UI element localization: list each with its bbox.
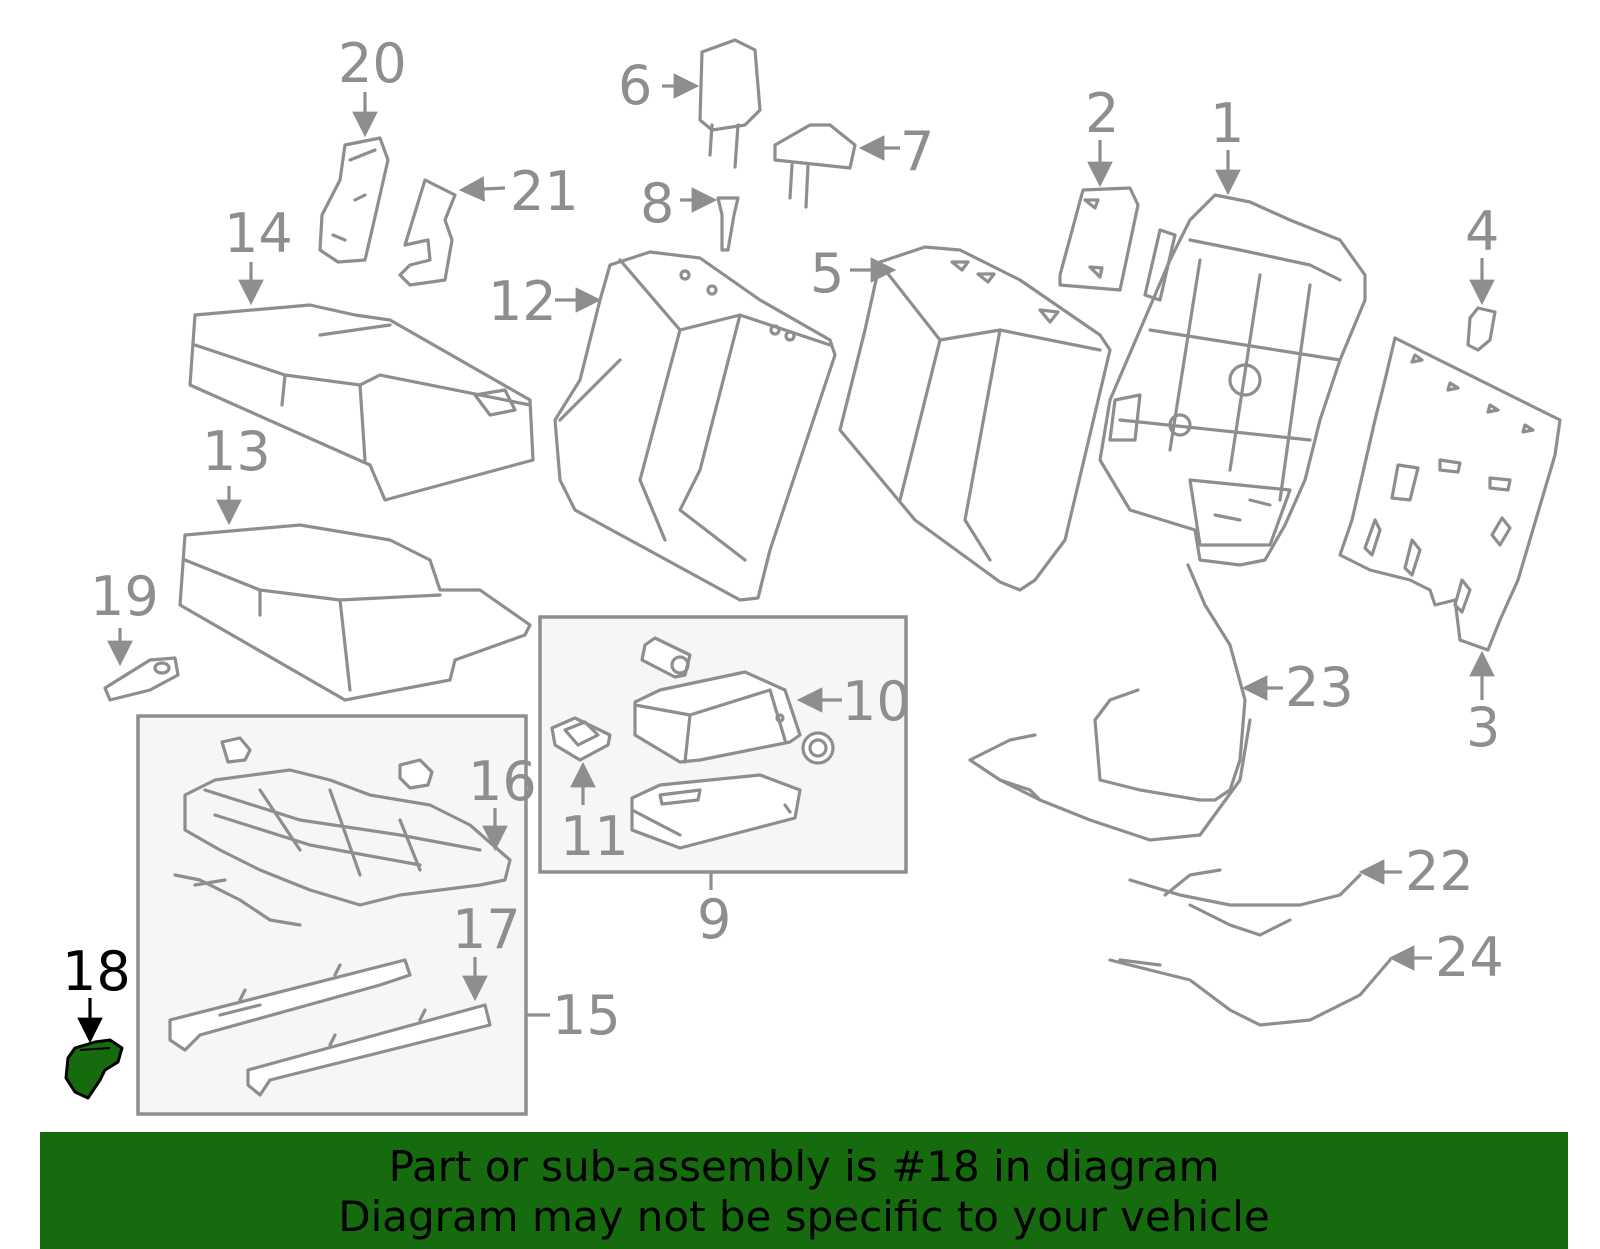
part-9-cap[interactable] — [640, 636, 692, 679]
part-3-back-board[interactable] — [1338, 336, 1562, 652]
callout-16: 16 — [468, 750, 537, 813]
callout-23: 23 — [1285, 656, 1354, 719]
callout-20: 20 — [338, 32, 407, 95]
notice-banner: Part or sub-assembly is #18 in diagram D… — [40, 1132, 1568, 1249]
part-20-hinge-cover[interactable] — [318, 136, 390, 264]
part-7-headrest[interactable] — [773, 123, 857, 209]
callout-21: 21 — [510, 160, 579, 223]
callout-2: 2 — [1085, 82, 1119, 145]
callout-12: 12 — [488, 270, 557, 333]
part-15-seat-frame[interactable] — [183, 736, 512, 907]
part-5-seatback-pad[interactable] — [838, 245, 1112, 592]
part-9-armrest-body[interactable] — [630, 773, 802, 850]
banner-line-2: Diagram may not be specific to your vehi… — [338, 1192, 1270, 1241]
part-2-panel[interactable] — [1058, 186, 1140, 292]
callout-22: 22 — [1405, 840, 1474, 903]
part-23-cable[interactable] — [968, 563, 1252, 842]
part-8-guide[interactable] — [716, 196, 740, 252]
part-21-bracket[interactable] — [398, 178, 457, 287]
part-15-wire[interactable] — [173, 873, 302, 927]
callout-19: 19 — [90, 565, 159, 628]
callout-9: 9 — [697, 888, 731, 951]
callout-14: 14 — [224, 202, 293, 265]
part-22-cable[interactable] — [1128, 868, 1362, 937]
callout-24: 24 — [1435, 926, 1504, 989]
part-19-trim[interactable] — [103, 656, 180, 702]
banner-line-1: Part or sub-assembly is #18 in diagram — [388, 1142, 1220, 1191]
part-10-armrest[interactable] — [633, 670, 802, 764]
callout-8: 8 — [640, 172, 674, 235]
callout-6: 6 — [618, 54, 652, 117]
part-13-seat-cushion-pad[interactable] — [178, 523, 532, 702]
part-14-seat-cushion-cover[interactable] — [188, 303, 535, 502]
callout-4: 4 — [1465, 200, 1499, 263]
part-17-seat-track[interactable] — [168, 958, 492, 1097]
part-12-seatback-cover[interactable] — [553, 250, 837, 602]
callout-17: 17 — [452, 898, 521, 961]
part-18-highlighted[interactable] — [64, 1038, 124, 1100]
callout-5: 5 — [810, 242, 844, 305]
part-11-cup-holder[interactable] — [550, 716, 612, 762]
callout-11: 11 — [560, 805, 629, 868]
callout-10: 10 — [842, 670, 911, 733]
callout-1: 1 — [1210, 92, 1244, 155]
callout-3: 3 — [1466, 696, 1500, 759]
part-9-bushing[interactable] — [801, 731, 835, 765]
callout-13: 13 — [202, 420, 271, 483]
callout-18: 18 — [62, 940, 131, 1003]
part-4-clip[interactable] — [1466, 306, 1497, 352]
part-1-seatback-frame[interactable] — [1098, 193, 1367, 567]
part-24-cable[interactable] — [1108, 958, 1392, 1027]
callout-7: 7 — [900, 120, 934, 183]
part-6-headrest[interactable] — [698, 38, 762, 169]
callout-15: 15 — [552, 984, 621, 1047]
arrow-21 — [458, 176, 506, 202]
